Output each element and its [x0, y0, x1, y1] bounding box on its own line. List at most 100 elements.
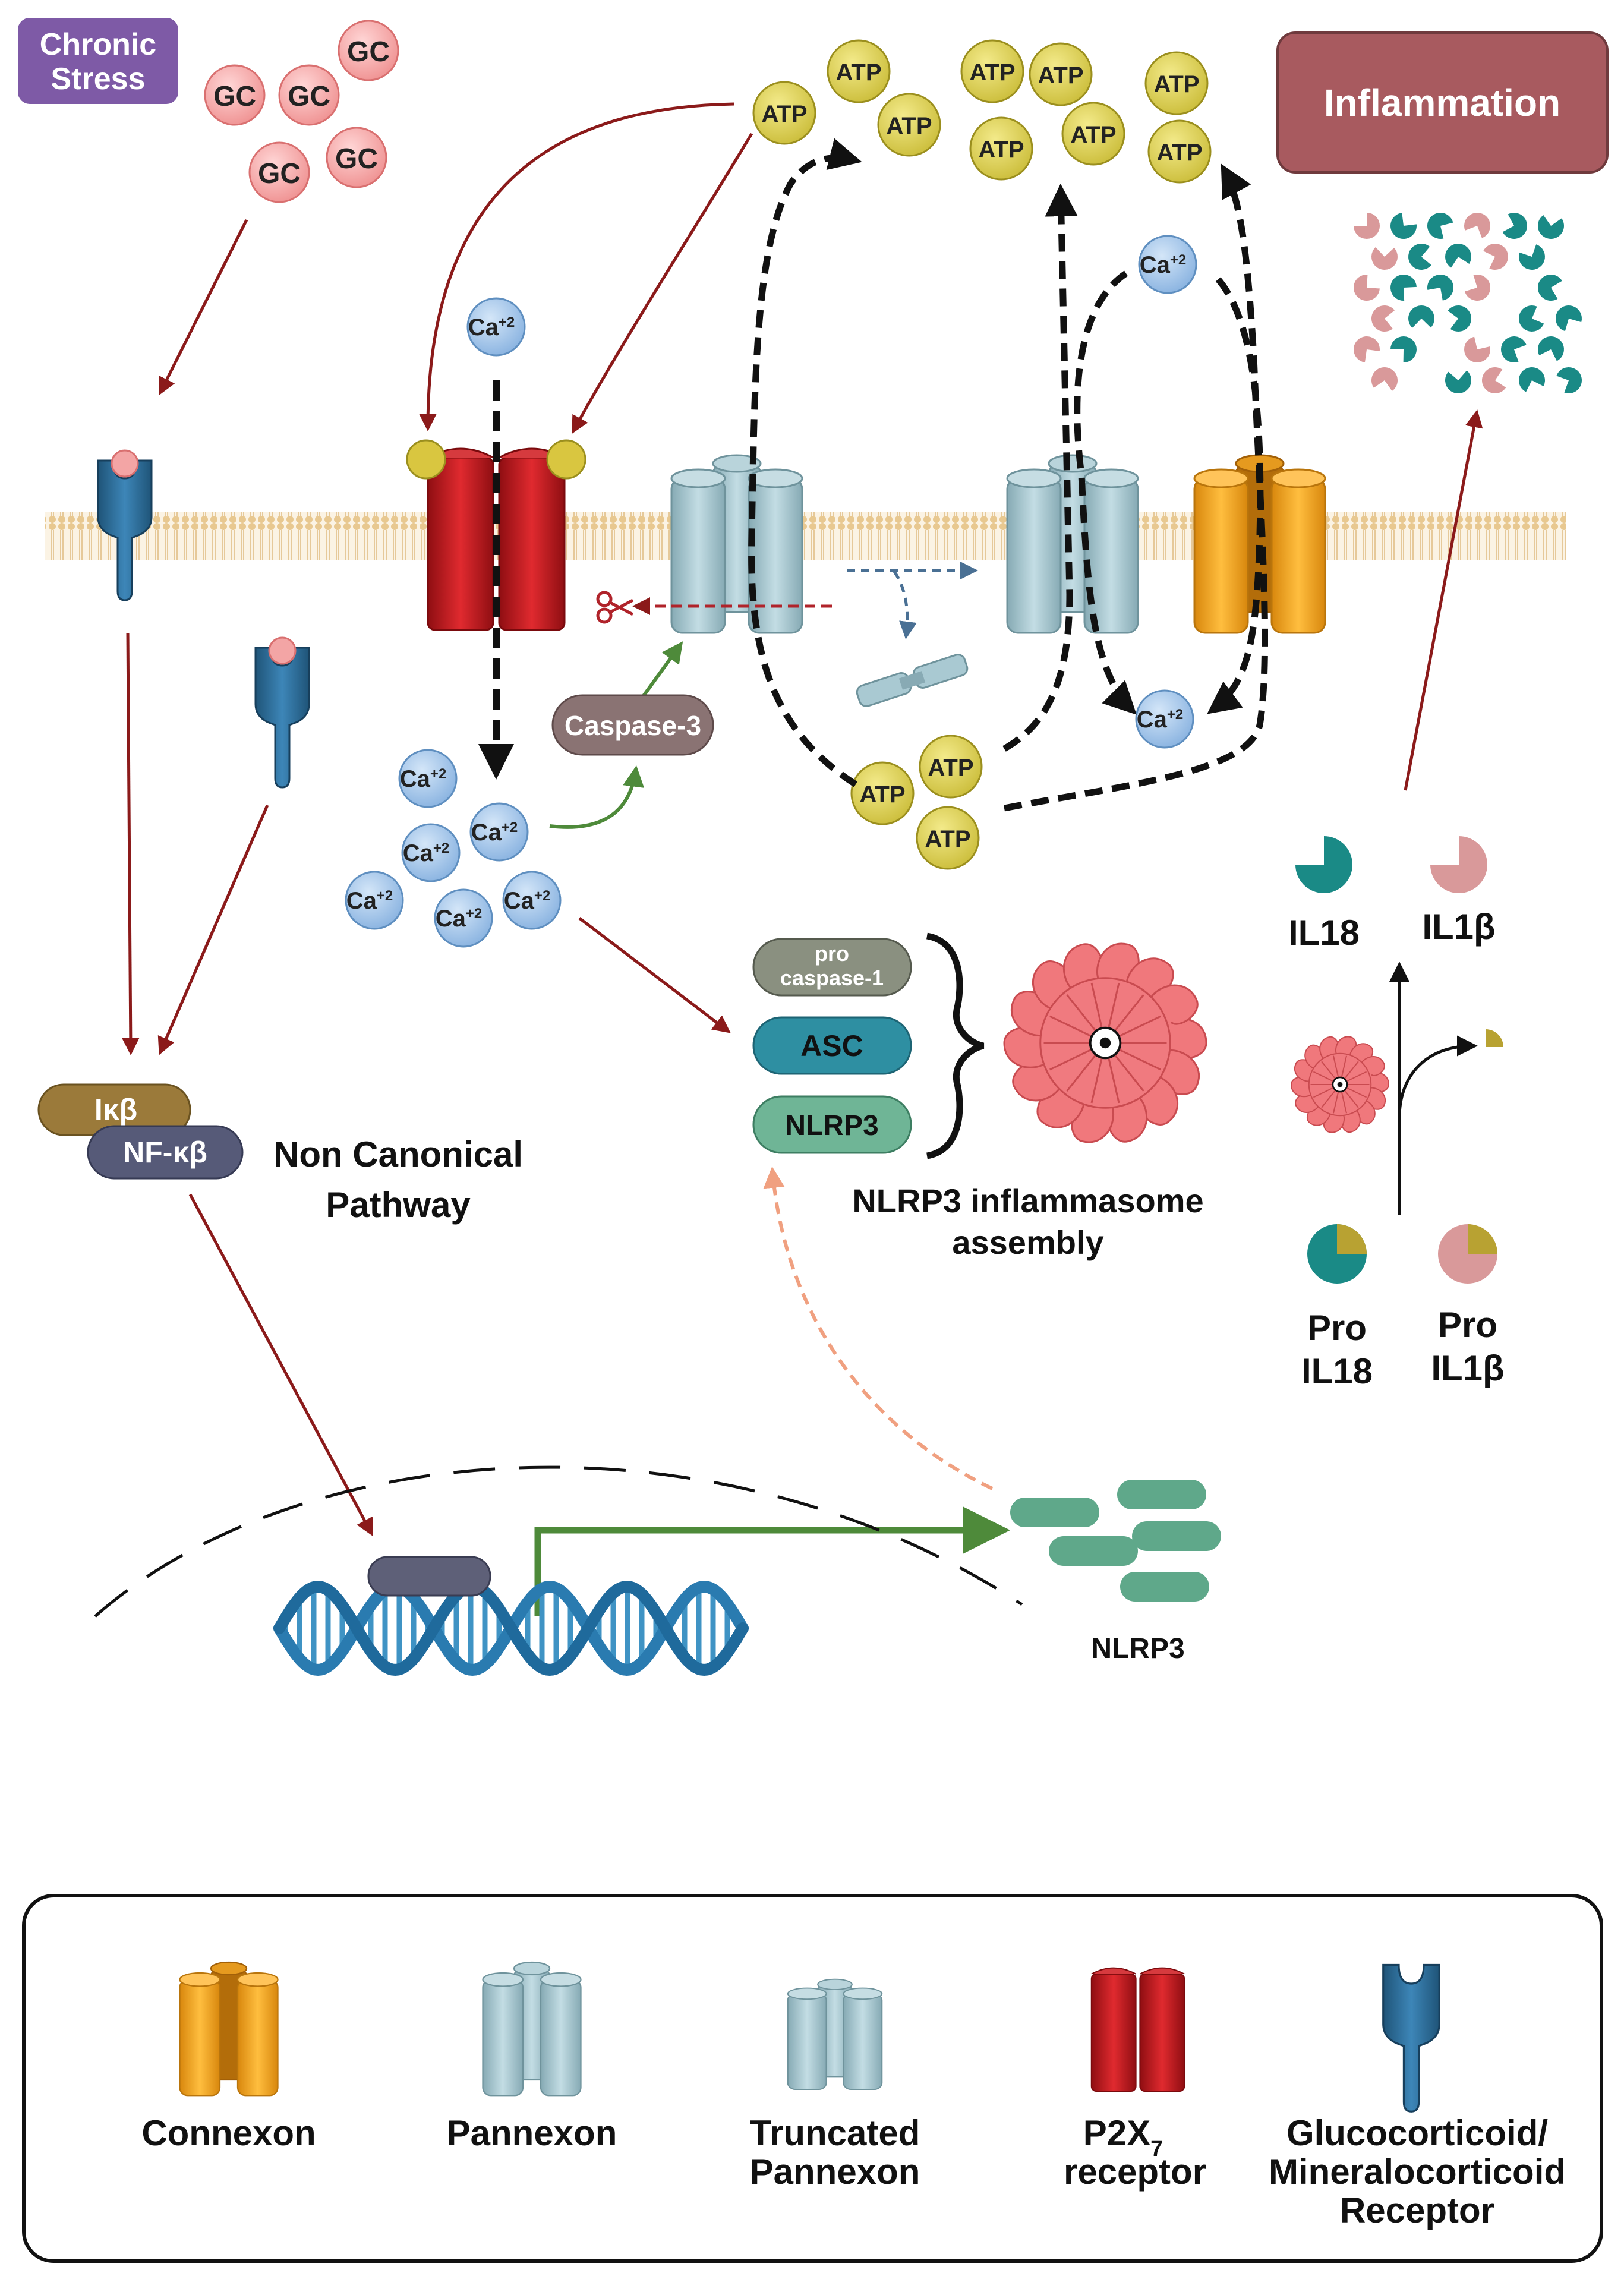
nfkb-label: NF-κβ: [123, 1136, 207, 1169]
gc-receptor-cytosol: [254, 636, 310, 789]
pro-il18-label-1: Pro: [1307, 1308, 1367, 1348]
dna-strand-2: [273, 1580, 749, 1676]
ca-symbol: Ca: [436, 906, 466, 932]
cytokine-molecule: [1464, 213, 1490, 238]
ca-label: Ca+2: [1140, 252, 1187, 278]
ca-label: Ca+2: [403, 840, 450, 866]
legend-pannexon-icon: [482, 1961, 582, 2097]
calcium-ion: Ca+2: [1135, 689, 1194, 749]
il18-icon: [1295, 836, 1352, 893]
atp-molecule: ATP: [1029, 42, 1093, 106]
ca-label: Ca+2: [400, 766, 447, 792]
atp-label: ATP: [835, 59, 881, 86]
cleaved-fragment-icon: [1486, 1029, 1503, 1047]
p2x7-receptor: [406, 439, 586, 631]
arrow-atp-to-p2x7-left: [419, 102, 734, 431]
gc-receptor-membrane: [97, 449, 153, 601]
atp-molecule: ATP: [850, 761, 915, 825]
atp-molecule: ATP: [969, 116, 1033, 181]
arrow-atp-to-p2x7-right: [572, 133, 753, 434]
inflammasome-complex-small: [1290, 1036, 1390, 1133]
cytokine-molecule: [1556, 367, 1582, 393]
legend-gr-label-3: Receptor: [1340, 2190, 1494, 2230]
ca-charge: +2: [430, 766, 446, 782]
ca-symbol: Ca: [1137, 707, 1168, 733]
cytokine-molecule: [1390, 336, 1417, 362]
arrow-cyto-receptor-to-ikb: [157, 805, 269, 1055]
arrow-atp-release-pannexon-left: [748, 138, 862, 787]
gc-label: GC: [347, 36, 390, 68]
truncated-pannexon-fragment: [856, 654, 969, 707]
ikb-label: Iκβ: [94, 1093, 137, 1126]
nuclear-envelope: [94, 1465, 1023, 1618]
scissors-icon: [596, 591, 634, 624]
caspase3-pill: Caspase-3: [551, 694, 714, 756]
nlrp3-gene-label: NLRP3: [1091, 1633, 1184, 1665]
cytokine-molecule: [1445, 244, 1471, 268]
atp-molecule: ATP: [1061, 102, 1125, 166]
calcium-ion: Ca+2: [1138, 235, 1197, 294]
calcium-ion: Ca+2: [345, 871, 404, 930]
arrow-ca-into-connexon: [1207, 277, 1264, 714]
atp-molecule: ATP: [919, 735, 983, 799]
cytokine-molecule: [1464, 336, 1490, 362]
arrow-gc-to-receptor: [159, 219, 248, 396]
legend-truncated-pannexon-icon: [787, 1978, 883, 2091]
atp-molecule: ATP: [916, 806, 980, 870]
legend-truncated-label-2: Pannexon: [750, 2152, 920, 2192]
chronic-stress-box: Chronic Stress: [18, 18, 178, 104]
cytokine-molecule: [1371, 305, 1395, 332]
atp-label: ATP: [969, 59, 1015, 86]
arrow-ca-to-caspase3: [549, 765, 645, 829]
legend-p2x7-label: P2X7: [1083, 2113, 1163, 2161]
ca-symbol: Ca: [468, 314, 499, 341]
nlrp3-transcripts: [1010, 1480, 1221, 1602]
atp-label: ATP: [1156, 140, 1202, 166]
ca-symbol: Ca: [403, 840, 434, 866]
il1b-icon: [1430, 836, 1487, 893]
legend-pannexon-label: Pannexon: [447, 2113, 617, 2153]
cytokine-molecule: [1390, 213, 1417, 239]
cytokine-molecule: [1519, 244, 1545, 270]
cytokine-molecule: [1408, 244, 1431, 270]
ca-label: Ca+2: [436, 906, 483, 932]
cytokine-molecule: [1482, 367, 1506, 393]
legend-p2x7-main: P2X: [1083, 2113, 1150, 2153]
inflammasome-complex: [1003, 942, 1207, 1143]
legend-p2x7-label-2: receptor: [1064, 2152, 1206, 2192]
atp-label: ATP: [1038, 62, 1083, 89]
atp-label: ATP: [928, 755, 973, 781]
pro-caspase1-pill: pro caspase-1: [752, 938, 912, 997]
cytokine-molecule: [1519, 305, 1544, 332]
cytokine-molecule: [1538, 336, 1564, 361]
cytokine-molecule: [1501, 336, 1527, 362]
cytokine-molecule: [1354, 275, 1380, 301]
ca-label: Ca+2: [471, 819, 518, 846]
cytokine-molecule: [1390, 275, 1417, 301]
ca-charge: +2: [377, 888, 393, 904]
ca-charge: +2: [433, 840, 449, 856]
arrow-ca-to-inflammasome: [578, 917, 731, 1033]
cytokine-molecule: [1354, 336, 1380, 362]
caspase3-label: Caspase-3: [565, 710, 701, 741]
cell-membrane: [45, 512, 1566, 560]
gc-label: GC: [335, 143, 378, 175]
ca-label: Ca+2: [1137, 707, 1184, 733]
pro-il1b-label-2: IL1β: [1431, 1348, 1504, 1388]
calcium-ion: Ca+2: [434, 888, 493, 948]
ca-label: Ca+2: [346, 888, 393, 914]
calcium-ion: Ca+2: [398, 749, 458, 808]
atp-molecule: ATP: [1147, 119, 1212, 184]
legend-gr-label-2: Mineralocorticoid: [1269, 2152, 1566, 2192]
atp-label: ATP: [886, 113, 932, 139]
pro-il18-icon: [1307, 1224, 1367, 1284]
arrow-pro-il-cleavage: [1398, 1035, 1478, 1118]
legend-box: Connexon Pannexon Truncated Pannexon P2X…: [22, 1894, 1603, 2263]
legend-connexon-label: Connexon: [141, 2113, 316, 2153]
cytokine-molecule: [1502, 213, 1527, 239]
ca-charge: +2: [1167, 707, 1183, 723]
nlrp3-pill: NLRP3: [752, 1095, 912, 1154]
ca-charge: +2: [534, 888, 550, 904]
